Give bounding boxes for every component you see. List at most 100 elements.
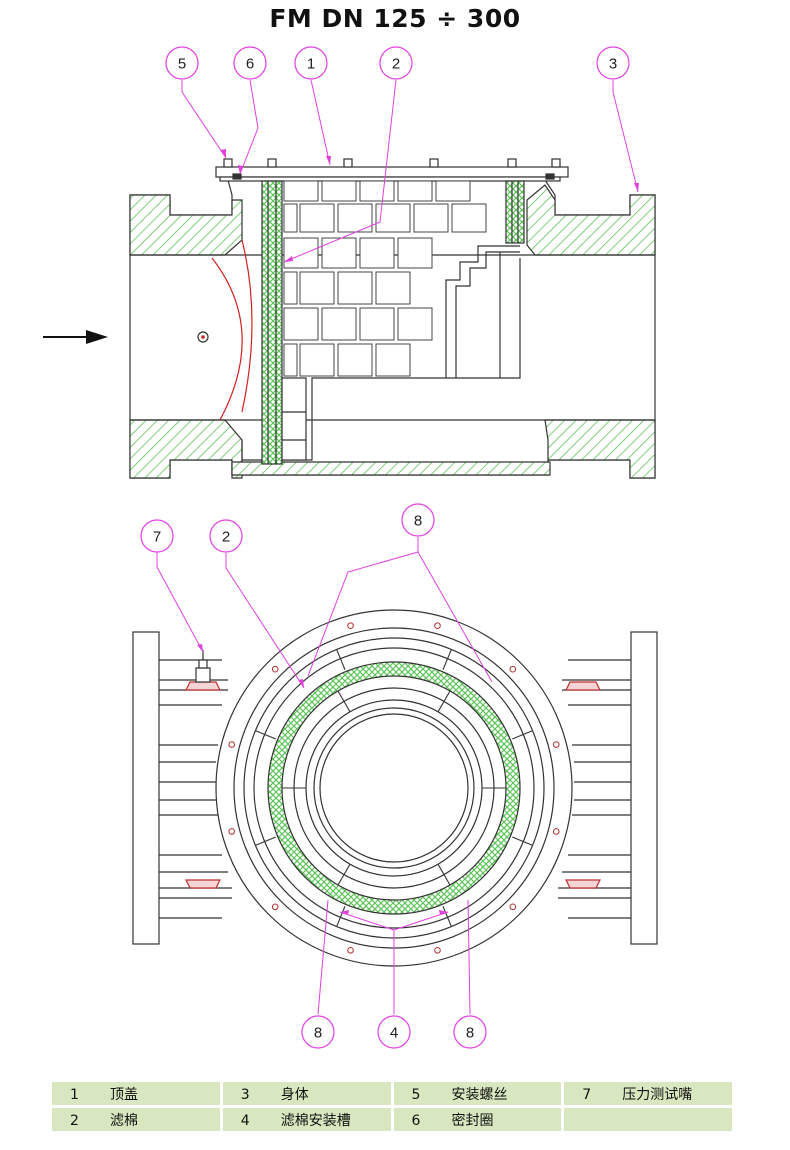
callout-2: 2 [209,519,243,553]
legend-num: 5 [411,1086,421,1103]
housing-rib [337,690,351,713]
filter-block [321,180,357,202]
page-title: FM DN 125 ÷ 300 [269,4,521,33]
filter-block [375,271,411,305]
housing-rib [336,649,346,670]
legend-label: 安装螺丝 [451,1086,508,1103]
mounting-lugs [185,681,601,889]
filter-media [261,180,283,465]
callout-number: 2 [392,56,400,73]
housing-rib [255,836,276,846]
legend-label: 滤棉安装槽 [280,1112,351,1129]
housing-rib [512,730,533,740]
filter-block [413,203,449,233]
callout-5: 5 [165,46,199,80]
callout-2: 2 [379,46,413,80]
flange-right [630,631,658,945]
plan-view [132,609,658,967]
callout-number: 1 [307,56,315,73]
stepped-insert [281,245,520,461]
filter-block [321,237,357,269]
legend-num: 1 [70,1086,79,1103]
callout-arrowheads [197,149,639,915]
filter-block [375,343,411,377]
bolt-hole-icon [271,903,279,911]
filter-block [397,307,433,341]
callout-number: 7 [153,529,161,546]
legend-num: 3 [240,1086,250,1103]
bolt-hole-icon [228,828,236,835]
legend-num: 7 [582,1086,592,1103]
bolt-hole-icon [434,622,441,630]
bolt-hole-icon [228,741,236,748]
legend-label: 身体 [280,1086,309,1103]
flange-left [132,631,160,945]
callout-bubbles: 5 6 1 2 3 7 2 8 8 4 8 [140,46,630,1049]
parts-legend: 1 顶盖 3 身体 5 安装螺丝 7 压力测试嘴 2 滤棉 4 滤棉安装槽 6 密封圈 [52,1079,732,1134]
filter-block [321,307,357,341]
housing-rib [442,906,452,927]
filter-media [505,180,525,244]
filter-block [299,343,335,377]
body-floor-hatch [231,461,551,476]
callout-6: 6 [233,46,267,80]
legend-row: 1 顶盖 3 身体 5 安装螺丝 7 压力测试嘴 [52,1082,732,1105]
housing-ribs [255,649,533,927]
bolt-hole-icon [271,665,279,673]
filter-block [283,343,298,377]
technical-drawing: 5 6 1 2 3 7 2 8 8 4 8 [43,46,658,1049]
callout-number: 5 [178,56,186,73]
section-view [43,158,656,479]
pipe-lines-right [558,679,631,899]
callout-3: 3 [596,46,630,80]
bolt-hole-icon [347,622,354,630]
filter-block [299,271,335,305]
filter-block [283,203,298,233]
housing-rib [512,836,533,846]
filter-block [337,343,373,377]
callout-leaders [156,79,639,1015]
housing-rib [437,690,451,713]
housing-rib [255,730,276,740]
filter-block [359,237,395,269]
callout-7: 7 [140,519,174,553]
legend-num: 2 [70,1112,79,1129]
housing-rib [442,649,452,670]
legend-num: 6 [411,1112,421,1129]
legend-label: 密封圈 [451,1112,494,1129]
housing-bolt-holes [228,622,560,954]
callout-8: 8 [453,1015,487,1049]
housing-rib [437,863,451,886]
filter-blocks [283,180,487,377]
legend-label: 滤棉 [110,1112,138,1129]
filter-block [283,271,298,305]
bolt-hole-icon [552,741,560,748]
filter-block [283,237,319,269]
filter-block [337,271,373,305]
callout-number: 8 [314,1025,322,1042]
filter-block [397,237,433,269]
callout-8: 8 [301,1015,335,1049]
callout-4: 4 [377,1015,411,1049]
callout-number: 8 [466,1025,474,1042]
top-cover [215,166,569,178]
cover-bolts [223,158,561,168]
body-wall-hatch [526,184,656,256]
filter-block [283,180,319,202]
legend-row: 2 滤棉 4 滤棉安装槽 6 密封圈 [52,1108,732,1131]
filter-block [397,180,433,202]
filter-block [299,203,335,233]
filter-block [375,203,411,233]
body-wall-hatch [129,194,243,256]
pressure-test-nipple-icon [195,650,211,683]
filter-block [359,180,395,202]
callout-number: 4 [390,1025,398,1042]
callout-8: 8 [401,503,435,537]
housing-rib [336,906,346,927]
legend-label: 压力测试嘴 [622,1086,693,1103]
flow-arrow-icon [43,330,108,344]
legend-label: 顶盖 [110,1086,138,1103]
legend-num: 4 [240,1112,250,1129]
body-wall-hatch [129,419,243,479]
callout-1: 1 [294,46,328,80]
